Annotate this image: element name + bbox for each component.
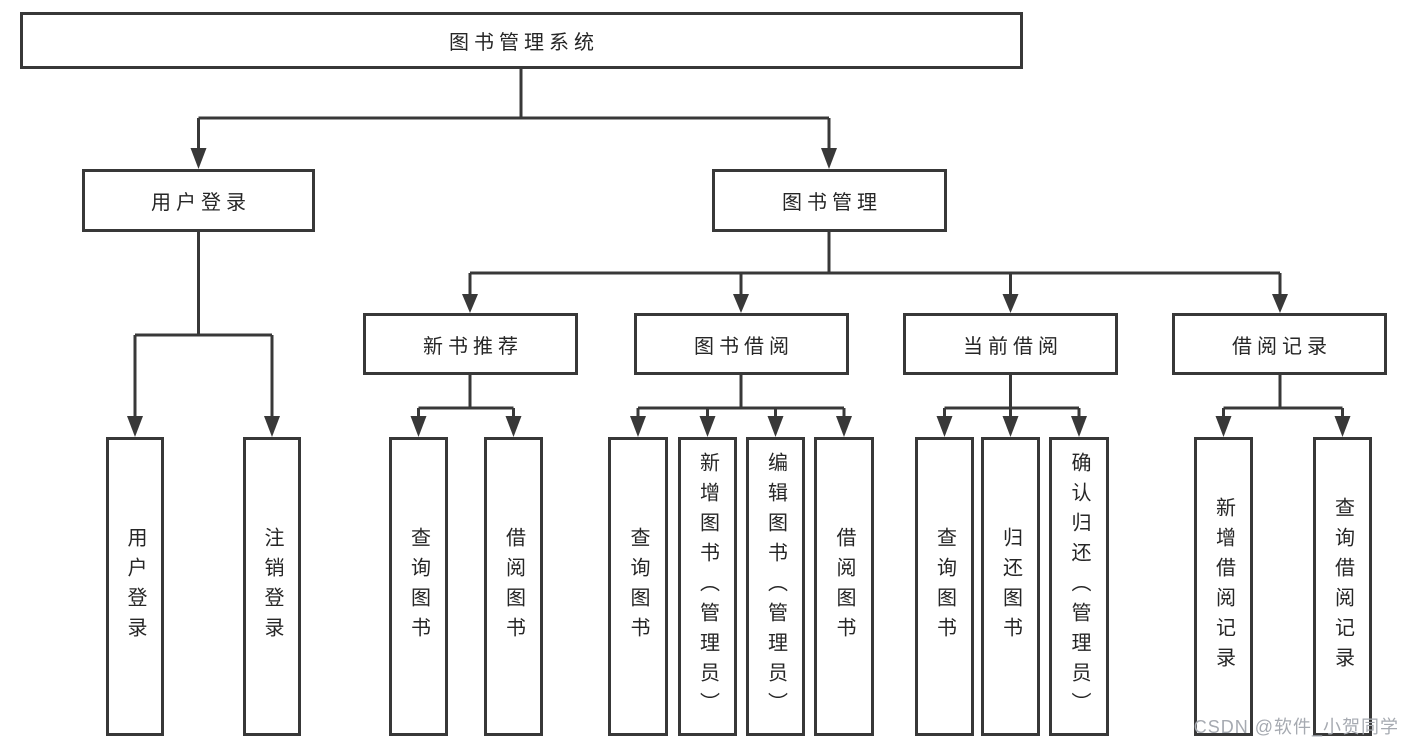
leaf-borrow-add-books-admin: 新增图书（管理员）	[678, 437, 737, 736]
node-borrow-records: 借阅记录	[1172, 313, 1387, 375]
node-user-login-label: 用户登录	[151, 192, 251, 214]
leaf-borrow-borrow-books-label: 借阅图书	[833, 526, 855, 647]
node-user-login: 用户登录	[82, 169, 315, 232]
leaf-user-login-label: 用户登录	[124, 526, 146, 647]
leaf-borrow-edit-books-admin: 编辑图书（管理员）	[746, 437, 805, 736]
leaf-user-login: 用户登录	[106, 437, 164, 736]
node-book-management-label: 图书管理	[782, 192, 882, 214]
node-borrow-records-label: 借阅记录	[1232, 335, 1332, 358]
node-new-book-recommend: 新书推荐	[363, 313, 578, 375]
arrowheads	[127, 148, 1351, 437]
leaf-records-query-borrow-record-label: 查询借阅记录	[1331, 496, 1354, 677]
node-current-borrow: 当前借阅	[903, 313, 1118, 375]
node-current-borrow-label: 当前借阅	[963, 335, 1063, 358]
leaf-current-query-books: 查询图书	[915, 437, 974, 736]
node-book-borrow: 图书借阅	[634, 313, 849, 375]
node-root: 图书管理系统	[20, 12, 1023, 69]
node-book-management: 图书管理	[712, 169, 947, 232]
leaf-current-query-books-label: 查询图书	[933, 526, 956, 647]
leaf-logout: 注销登录	[243, 437, 301, 736]
leaf-borrow-add-books-admin-label: 新增图书（管理员）	[696, 451, 719, 722]
leaf-newrec-query-books: 查询图书	[389, 437, 448, 736]
leaf-borrow-query-books-label: 查询图书	[627, 526, 649, 647]
csdn-watermark: CSDN @软件_小贺同学	[1193, 717, 1399, 737]
leaf-current-confirm-return-admin: 确认归还（管理员）	[1049, 437, 1109, 736]
leaf-newrec-query-books-label: 查询图书	[407, 526, 430, 647]
node-new-book-recommend-label: 新书推荐	[423, 335, 523, 358]
leaf-current-confirm-return-admin-label: 确认归还（管理员）	[1068, 451, 1090, 722]
leaf-borrow-borrow-books: 借阅图书	[814, 437, 874, 736]
node-root-label: 图书管理系统	[449, 32, 599, 54]
leaf-newrec-borrow-books-label: 借阅图书	[502, 526, 525, 647]
node-book-borrow-label: 图书借阅	[694, 335, 794, 358]
leaf-records-add-borrow-record-label: 新增借阅记录	[1212, 496, 1235, 677]
leaf-current-return-books: 归还图书	[981, 437, 1040, 736]
leaf-borrow-edit-books-admin-label: 编辑图书（管理员）	[764, 451, 787, 722]
leaf-records-query-borrow-record: 查询借阅记录	[1313, 437, 1372, 736]
leaf-logout-label: 注销登录	[261, 526, 283, 647]
leaf-borrow-query-books: 查询图书	[608, 437, 668, 736]
leaf-records-add-borrow-record: 新增借阅记录	[1194, 437, 1253, 736]
leaf-current-return-books-label: 归还图书	[999, 526, 1022, 647]
leaf-newrec-borrow-books: 借阅图书	[484, 437, 543, 736]
